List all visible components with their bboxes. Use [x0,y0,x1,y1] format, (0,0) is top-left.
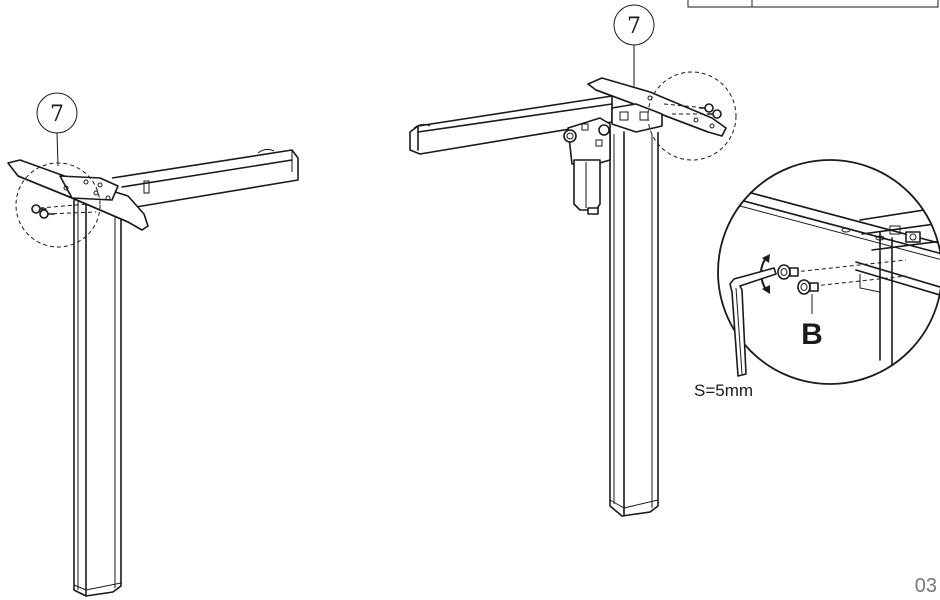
part-callout-label: 7 [50,102,64,127]
screw-icon [777,264,799,280]
wrench-size-label: S=5mm [694,381,753,400]
part-callout-label: 7 [627,14,641,39]
allen-key-icon [729,267,777,377]
left-leg-assembly: 7 [7,92,299,597]
detail-zone-circle [647,71,737,161]
screw-b-icon [797,279,819,314]
motor-unit [563,117,611,215]
screw-icon [39,209,55,219]
magnified-detail: B [717,159,940,385]
right-leg-assembly: 7 [409,4,737,517]
screw-icon [31,204,47,214]
screw-label: B [801,318,823,351]
screw-icon [699,103,714,113]
page-number: 03 [915,575,937,597]
screw-icon [707,109,722,119]
table-fragment [687,0,939,8]
